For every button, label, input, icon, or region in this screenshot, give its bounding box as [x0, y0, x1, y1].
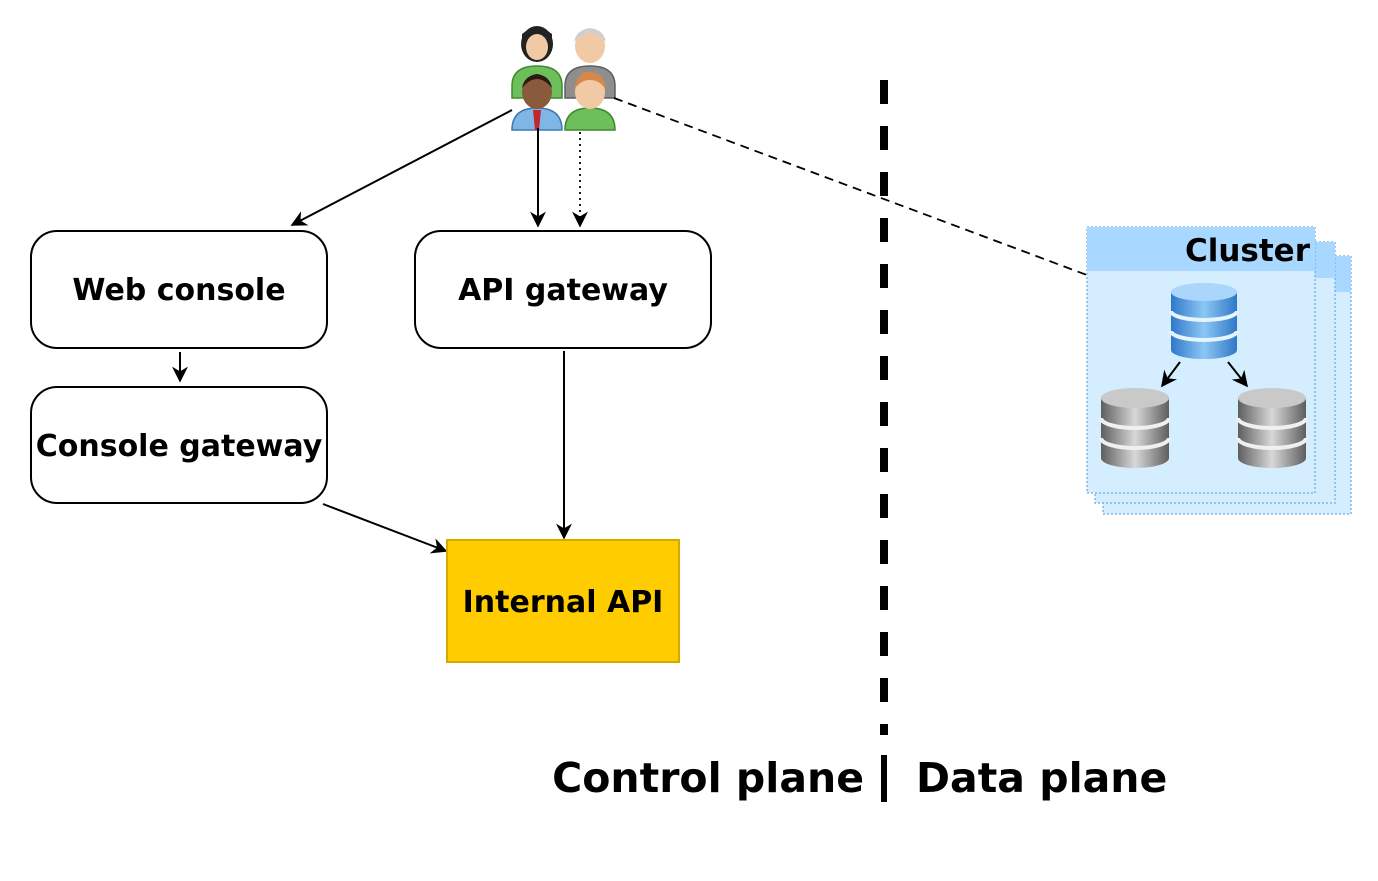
cluster-header	[1087, 227, 1315, 271]
internal-api-node: Internal API	[446, 539, 680, 663]
user-green-icon	[564, 71, 616, 131]
primary-database-icon	[1169, 283, 1239, 359]
arrow-console-gateway-to-internal-api	[322, 503, 448, 554]
connectors	[172, 97, 1169, 554]
users-group-icon	[511, 26, 616, 131]
data-plane-label: Data plane	[916, 754, 1167, 802]
replica-database-icon	[1099, 388, 1171, 468]
internal-api-label: Internal API	[463, 585, 664, 620]
replica-database-icon	[1236, 388, 1308, 468]
console-gateway-node: Console gateway	[30, 386, 328, 504]
arrow-primary-to-replica-right	[1227, 361, 1248, 388]
dashed-arrow-users-to-cluster	[613, 97, 1169, 308]
web-console-node: Web console	[30, 230, 328, 349]
arrow-users-to-web-console	[290, 109, 513, 226]
user-man-tie-icon	[511, 74, 563, 131]
api-gateway-label: API gateway	[458, 273, 668, 308]
api-gateway-node: API gateway	[414, 230, 712, 349]
web-console-label: Web console	[72, 273, 285, 308]
arrow-primary-to-replica-left	[1161, 361, 1181, 388]
console-gateway-label: Console gateway	[36, 429, 323, 464]
control-plane-label: Control plane	[552, 754, 864, 802]
cluster-label: Cluster	[1185, 233, 1311, 269]
cluster-group: Cluster	[1086, 226, 1352, 515]
